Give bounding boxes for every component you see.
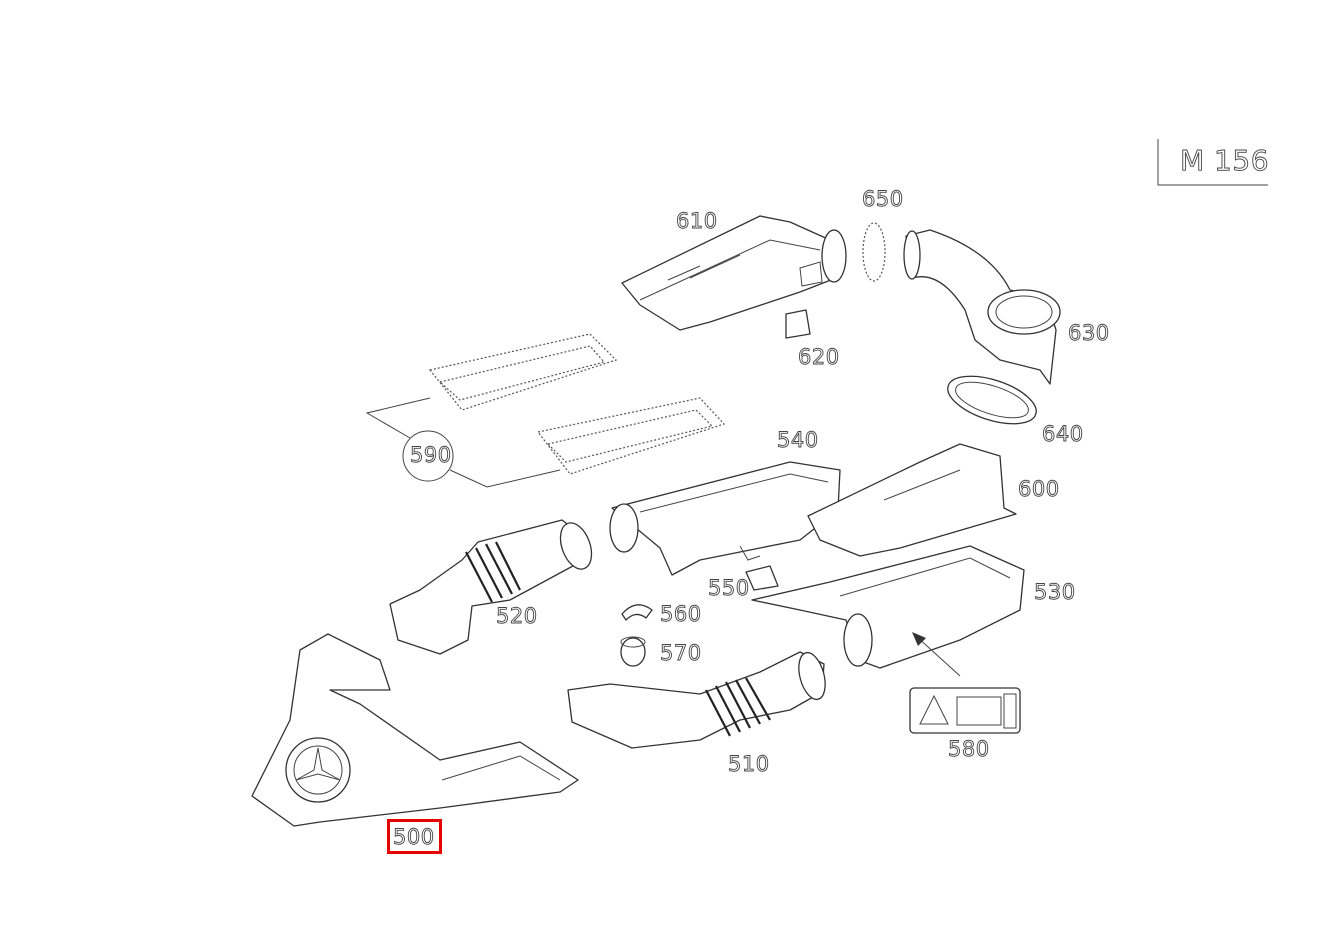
part-label-530[interactable]: 530	[1034, 580, 1076, 605]
part-label-590[interactable]: 590	[410, 443, 452, 468]
model-code-box: M 156	[1157, 139, 1269, 186]
part-530-drawing[interactable]	[751, 545, 1025, 669]
part-570-drawing[interactable]	[620, 636, 646, 667]
part-label-500[interactable]: 500	[393, 825, 435, 850]
part-560-drawing[interactable]	[621, 604, 653, 621]
part-label-580[interactable]: 580	[948, 737, 990, 762]
part-label-610[interactable]: 610	[676, 209, 718, 234]
part-520-drawing[interactable]	[389, 519, 597, 655]
part-600-drawing[interactable]	[807, 443, 1017, 557]
model-code: M 156	[1180, 144, 1269, 177]
part-640-drawing[interactable]	[942, 367, 1042, 433]
part-610-drawing[interactable]	[621, 215, 847, 331]
part-590-drawing[interactable]	[365, 333, 726, 488]
part-620-drawing[interactable]	[785, 309, 811, 339]
part-540-drawing[interactable]	[609, 461, 841, 576]
part-label-520[interactable]: 520	[496, 604, 538, 629]
selected-part-highlight	[387, 819, 442, 854]
part-label-640[interactable]: 640	[1042, 422, 1084, 447]
part-label-540[interactable]: 540	[777, 428, 819, 453]
part-550-drawing[interactable]	[745, 565, 779, 591]
part-580-drawing[interactable]	[909, 632, 1021, 734]
part-label-620[interactable]: 620	[798, 345, 840, 370]
part-630-drawing[interactable]	[903, 229, 1061, 385]
part-label-570[interactable]: 570	[660, 641, 702, 666]
part-labels: 610 650 620 630 640 590 540 600 530 550 …	[393, 187, 1110, 850]
part-500-drawing[interactable]	[251, 633, 579, 827]
part-label-510[interactable]: 510	[728, 752, 770, 777]
part-label-550[interactable]: 550	[708, 576, 750, 601]
part-label-600[interactable]: 600	[1018, 477, 1060, 502]
part-label-630[interactable]: 630	[1068, 321, 1110, 346]
part-650-drawing[interactable]	[862, 222, 886, 282]
part-label-650[interactable]: 650	[862, 187, 904, 212]
part-label-560[interactable]: 560	[660, 602, 702, 627]
part-510-drawing[interactable]	[567, 650, 830, 749]
